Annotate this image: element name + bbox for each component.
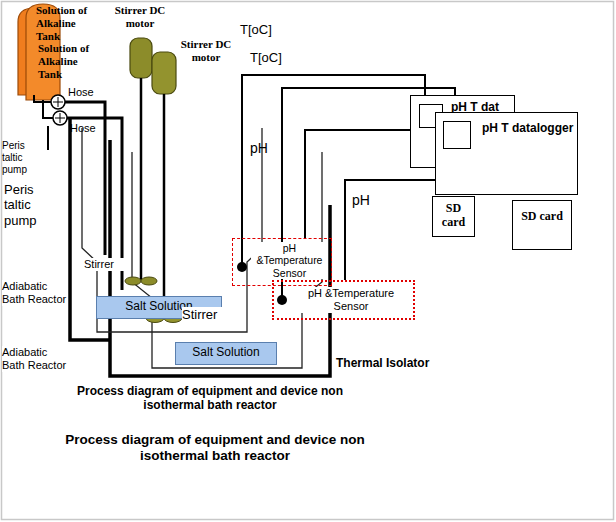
node-text: pH T datalogger [482,121,574,135]
reactor-label: Adiabatic Bath Reactor [2,280,68,306]
tank-label: Solution of Alkaline Tank [38,42,102,81]
display-window [443,121,471,149]
sensor-box: pH &Temperature Sensor [272,280,415,320]
diagram-caption: Process diagram of equipment and device … [45,432,385,464]
impeller [125,277,141,285]
sensor-box: pH &Temperature Sensor [232,238,332,286]
node-text: Solution of Alkaline Tank [36,4,100,43]
salt-solution-band: Salt Solution [175,342,277,365]
motor-body [152,52,176,94]
stirrer-label: Stirrer [84,258,124,271]
motor-label: Stirrer DC motor [178,38,234,64]
probe-tip [277,295,287,305]
pump-symbol [53,111,67,125]
pump-symbol [53,97,63,107]
node-text: Solution of Alkaline Tank [38,42,102,81]
signal-cable [305,130,410,238]
pump-label: Peris taltic pump [4,182,48,228]
motor-label: Stirrer DC motor [112,4,168,30]
temperature-signal: T[oC] [240,22,284,37]
tank-label: Solution of Alkaline Tank [36,4,100,43]
sd-card-box: SD card [512,200,572,250]
signal-wire [242,75,425,265]
reactor-label: Adiabatic Bath Reactor [2,346,68,372]
node-text: SD card [515,209,569,223]
diagram-subtitle: Process diagram of equipment and device … [55,384,365,412]
pump-line [47,126,49,150]
temperature-signal: T[oC] [250,50,294,65]
probe-tip [237,262,247,272]
node-text: pH &Temperature Sensor [292,287,410,313]
node-text: SD card [435,201,472,229]
motor-body [130,38,152,78]
hose-label: Hose [70,122,100,135]
stirrer-shaft [163,94,166,316]
node-text: Salt Solution [179,345,273,359]
signal-cable [345,180,435,280]
pump-symbol [51,95,65,109]
reactor-vessel [82,128,262,332]
pump-label: Peris taltic pump [2,140,38,175]
sd-card-box: SD card [432,196,475,237]
impeller [141,277,157,285]
stirrer-shaft [140,78,143,280]
ph-signal: pH [352,192,376,209]
node-text: Stirrer DC motor [178,38,234,64]
ph-signal: pH [250,140,272,157]
node-text: Stirrer DC motor [112,4,168,30]
stirrer-label: Stirrer [182,307,228,322]
isolator-label: Thermal Isolator [336,356,446,370]
hose-label: Hose [68,86,98,99]
datalogger-box: pH T datalogger [435,112,578,195]
node-text: pH &Temperature Sensor [251,242,328,279]
thermal-isolator [110,140,330,376]
pump-symbol [55,113,65,123]
